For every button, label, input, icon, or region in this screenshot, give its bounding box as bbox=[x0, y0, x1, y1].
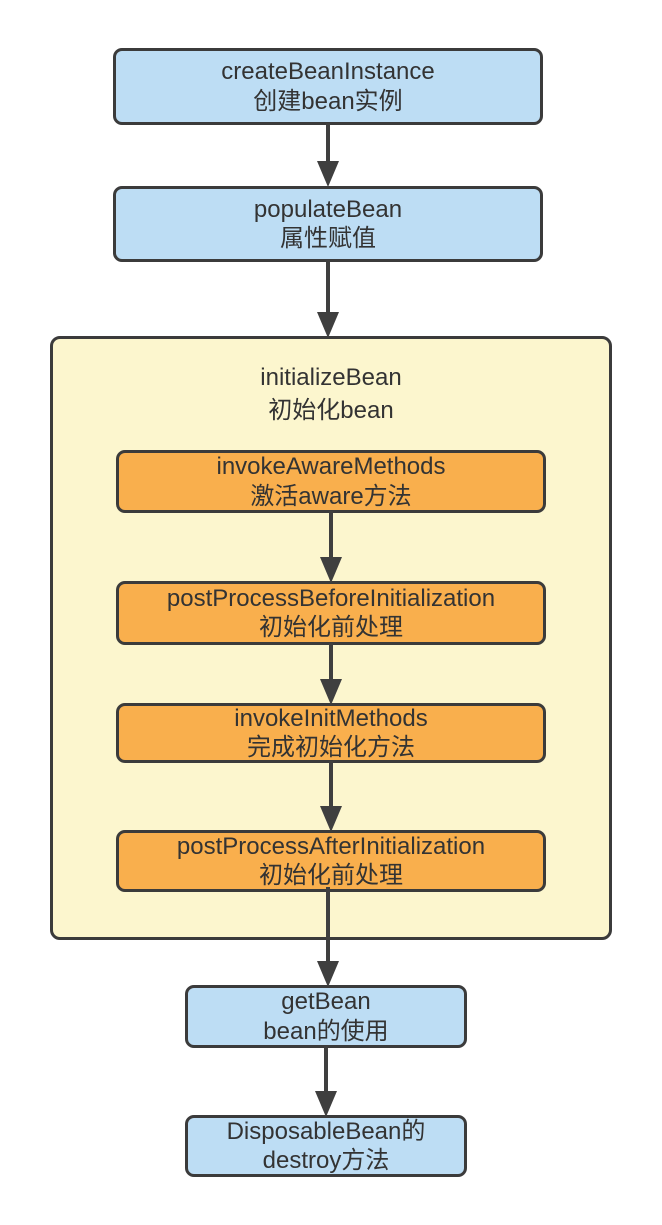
node-subtitle: 激活aware方法 bbox=[250, 482, 412, 510]
node-subtitle: 完成初始化方法 bbox=[247, 734, 415, 761]
node-title: getBean bbox=[281, 988, 371, 1016]
node-title: createBeanInstance bbox=[221, 58, 435, 86]
flow-arrow-down bbox=[320, 643, 342, 705]
node-populate-bean: populateBean 属性赋值 bbox=[113, 186, 543, 262]
node-title: populateBean bbox=[253, 195, 403, 223]
flow-arrow-down bbox=[317, 887, 339, 987]
group-subtitle: 初始化bean bbox=[268, 397, 394, 425]
group-initialize-bean: initializeBean 初始化bean invokeAwareMethod… bbox=[50, 336, 612, 940]
node-title: DisposableBean的 bbox=[226, 1117, 426, 1145]
node-subtitle: destroy方法 bbox=[262, 1147, 390, 1174]
node-subtitle: 创建bean实例 bbox=[253, 87, 403, 115]
group-title-block: initializeBean 初始化bean bbox=[53, 361, 609, 427]
node-get-bean: getBean bean的使用 bbox=[185, 985, 467, 1048]
node-title: postProcessBeforeInitialization bbox=[166, 584, 496, 612]
node-post-process-before-initialization: postProcessBeforeInitialization 初始化前处理 bbox=[116, 581, 546, 645]
node-subtitle: 初始化前处理 bbox=[259, 614, 403, 641]
node-invoke-init-methods: invokeInitMethods 完成初始化方法 bbox=[116, 703, 546, 763]
node-title: invokeInitMethods bbox=[234, 704, 428, 732]
node-subtitle: 属性赋值 bbox=[280, 225, 376, 252]
flow-arrow-down bbox=[320, 511, 342, 583]
node-post-process-after-initialization: postProcessAfterInitialization 初始化前处理 bbox=[116, 830, 546, 892]
flow-arrow-down bbox=[315, 1046, 337, 1117]
group-title: initializeBean bbox=[260, 364, 402, 391]
flow-arrow-down bbox=[320, 761, 342, 832]
node-subtitle: 初始化前处理 bbox=[259, 862, 403, 889]
node-invoke-aware-methods: invokeAwareMethods 激活aware方法 bbox=[116, 450, 546, 513]
flow-arrow-down bbox=[317, 123, 339, 187]
node-create-bean-instance: createBeanInstance 创建bean实例 bbox=[113, 48, 543, 125]
node-disposable-bean-destroy: DisposableBean的 destroy方法 bbox=[185, 1115, 467, 1177]
flow-arrow-down bbox=[317, 260, 339, 338]
node-subtitle: bean的使用 bbox=[263, 1017, 389, 1045]
node-title: postProcessAfterInitialization bbox=[176, 832, 486, 860]
node-title: invokeAwareMethods bbox=[216, 453, 446, 481]
